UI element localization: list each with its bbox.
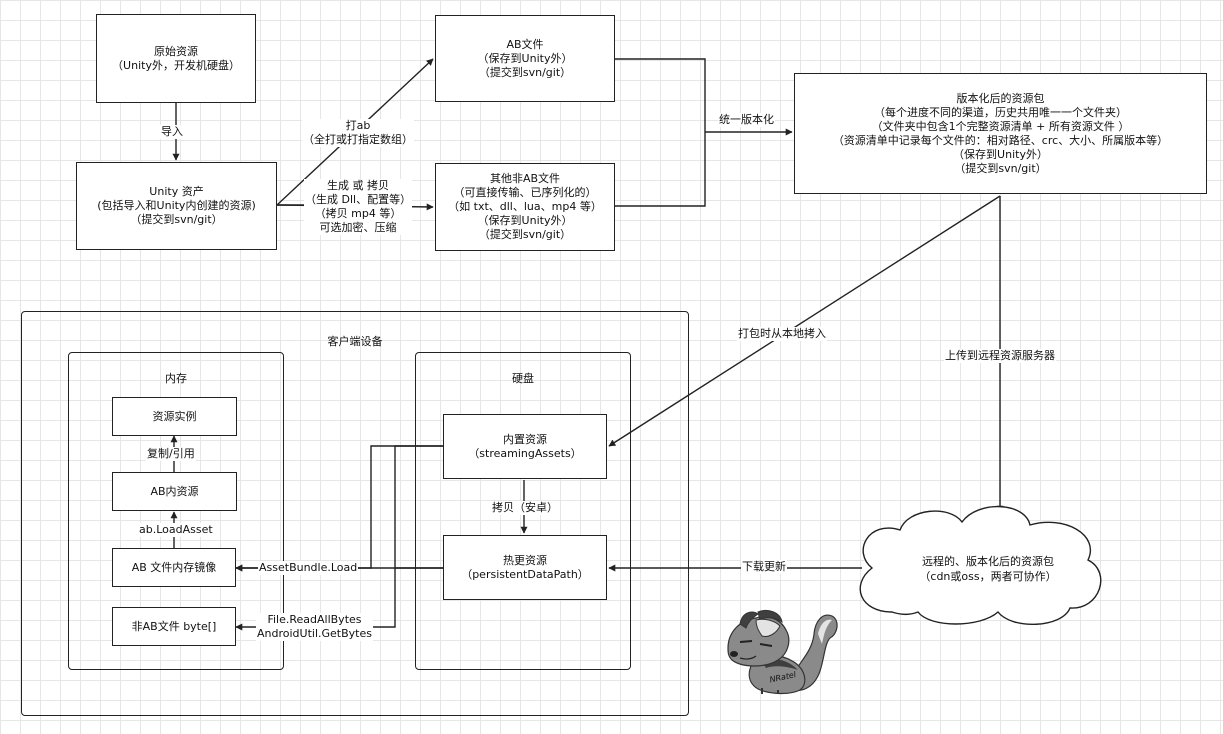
label-import: 导入 [160,125,184,139]
unity-assets-box: Unity 资产 (包括导入和Unity内创建的资源) （提交到svn/git） [76,162,277,250]
label-line: 统一版本化 [719,113,774,126]
box-line: 内置资源 [503,432,547,446]
ab-memory-mirror-box: AB 文件内存镜像 [112,548,236,587]
label-line: 下载更新 [742,560,786,573]
label-line: AssetBundle.Load [259,561,358,574]
label-copy-ref: 复制/引用 [146,447,196,461]
label-line: （全打或打指定数组） [303,133,413,146]
box-line: （保存到Unity外） [477,51,573,65]
label-line: 打ab [345,119,371,132]
line-nonab-to-merge [615,132,706,207]
cloud-line: （cdn或oss，两者可协作） [919,570,1057,583]
label-line: 打包时从本地拷入 [738,327,826,340]
disk-title: 硬盘 [512,372,534,385]
label-assetbundle-load: AssetBundle.Load [258,561,359,575]
hotfix-assets-box: 热更资源 （persistentDataPath） [443,535,607,600]
box-line: （保存到Unity外） [477,214,573,227]
non-ab-bytes-box: 非AB文件 byte[] [112,607,236,646]
box-line: AB 文件内存镜像 [131,560,217,574]
box-line: AB文件 [506,37,544,51]
label-line: 拷贝（安卓） [492,501,558,514]
label-read-bytes: File.ReadAllBytes AndroidUtil.GetBytes [256,613,373,641]
builtin-assets-box: 内置资源 （streamingAssets） [443,414,607,479]
label-line: （生成 Dll、配置等） [305,193,412,206]
disk-container: 硬盘 [415,352,631,670]
remote-package-cloud: 远程的、版本化后的资源包 （cdn或oss，两者可协作） [890,554,1086,584]
memory-title: 内存 [165,372,187,385]
memory-container: 内存 [68,352,284,670]
client-device-container: 客户端设备 [21,311,689,716]
client-device-title: 客户端设备 [327,335,383,348]
nratel-mascot-logo: NRatel [727,609,838,695]
label-line: AndroidUtil.GetBytes [257,627,372,640]
label-line: 导入 [161,125,183,138]
ab-files-box: AB文件 （保存到Unity外） （提交到svn/git） [435,15,615,102]
label-line: File.ReadAllBytes [267,613,362,626]
label-copy-local-on-build: 打包时从本地拷入 [737,327,827,341]
box-line: （资源清单中记录每个文件的：相对路径、crc、大小、所属版本等） [832,133,1169,147]
box-line: 热更资源 [503,553,547,567]
box-line: 非AB文件 byte[] [131,619,217,633]
box-line: （保存到Unity外） [953,147,1048,161]
versioned-package-box: 版本化后的资源包 （每个进度不同的渠道，历史共用唯一一个文件夹） （文件夹中包含… [794,73,1207,194]
ab-in-memory-box: AB内资源 [112,472,237,511]
label-line: 生成 或 拷贝 [327,179,390,192]
label-line: 复制/引用 [147,447,195,460]
label-line: （拷贝 mp4 等） [314,207,402,220]
label-line: 上传到远程资源服务器 [945,349,1055,362]
original-assets-box: 原始资源 （Unity外，开发机硬盘） [96,14,256,103]
label-line: ab.LoadAsset [139,523,213,536]
box-line: （提交到svn/git） [130,213,223,226]
asset-instance-box: 资源实例 [112,397,237,436]
box-line: （提交到svn/git） [954,161,1047,175]
box-line: （Unity外，开发机硬盘） [112,58,240,72]
box-line: （提交到svn/git） [478,228,572,241]
box-line: AB内资源 [150,484,199,498]
box-line: （每个进度不同的渠道，历史共用唯一一个文件夹） [874,105,1127,119]
label-copy-android: 拷贝（安卓） [491,501,559,515]
cloud-shape [859,505,1102,625]
label-download-update: 下载更新 [741,560,787,574]
label-unify-version: 统一版本化 [718,113,775,127]
line-ab-to-merge [615,58,706,132]
box-line: Unity 资产 [149,185,204,198]
non-ab-files-box: 其他非AB文件 （可直接传输、已序列化的） （如 txt、dll、lua、mp4… [435,163,615,251]
box-line: 其他非AB文件 [489,172,561,185]
label-upload-remote: 上传到远程资源服务器 [944,349,1056,363]
box-line: 原始资源 [154,44,198,58]
box-line: （可直接传输、已序列化的） [453,186,597,199]
label-build-ab: 打ab （全打或打指定数组） [302,119,414,147]
box-line: (包括导入和Unity内创建的资源) [97,199,256,212]
label-load-asset: ab.LoadAsset [138,523,214,537]
box-line: （persistentDataPath） [461,567,589,581]
box-line: 资源实例 [152,409,197,423]
box-line: （如 txt、dll、lua、mp4 等） [448,200,602,213]
box-line: （文件夹中包含1个完整资源清单 + 所有资源文件 ） [871,119,1130,133]
label-line: 可选加密、压缩 [319,221,397,234]
box-line: （streamingAssets） [468,446,582,460]
cloud-line: 远程的、版本化后的资源包 [922,555,1054,568]
label-generate-copy: 生成 或 拷贝 （生成 Dll、配置等） （拷贝 mp4 等） 可选加密、压缩 [304,179,413,235]
box-line: （提交到svn/git） [478,65,572,79]
box-line: 版本化后的资源包 [956,91,1045,105]
arrow-package-to-builtin [608,195,1001,447]
